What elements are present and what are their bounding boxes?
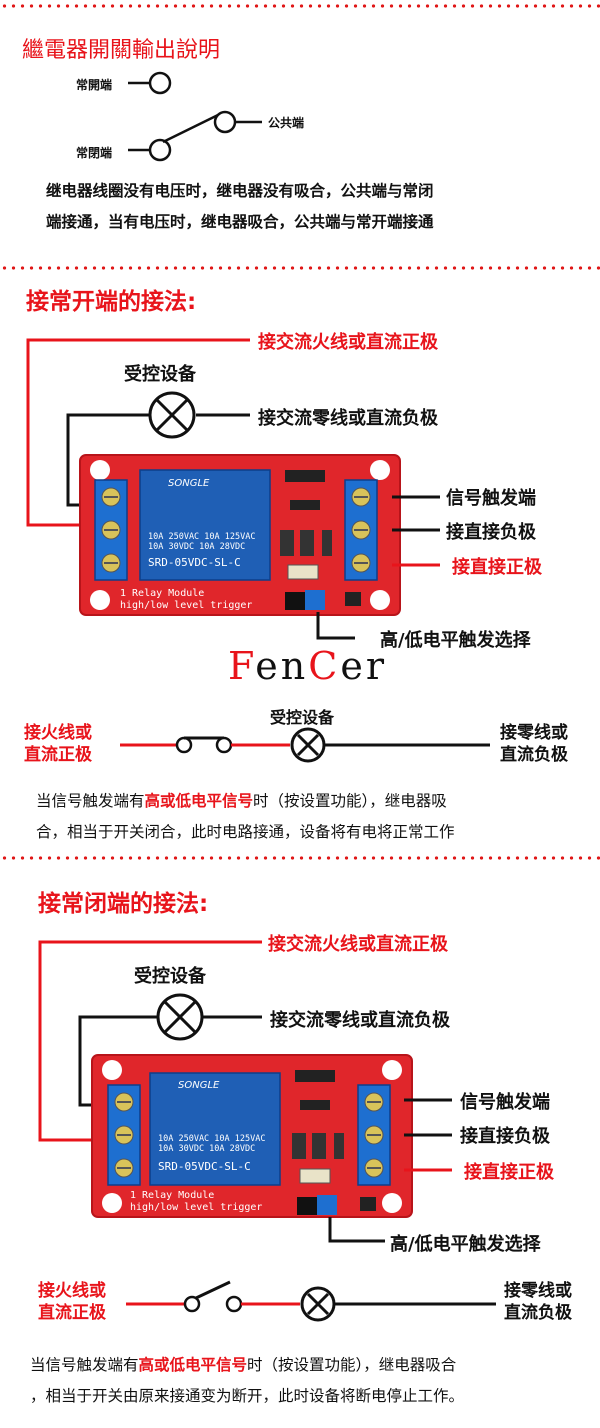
- no-terminal-label: 常開端: [76, 78, 113, 92]
- no-description: 当信号触发端有高或低电平信号时（按设置功能），继电器吸 合，相当于开关闭合，此时…: [36, 786, 586, 848]
- top-dotted-divider: [0, 4, 600, 8]
- nc-desc-part2: 时（按设置功能），继电器吸合: [247, 1356, 457, 1374]
- relay-spec-line1: 10A 250VAC 10A 125VAC: [148, 532, 256, 542]
- relay-spec-line2: 10A 30VDC 10A 28VDC: [148, 542, 246, 552]
- nc-neutral-label: 接交流零线或直流负极: [270, 1010, 450, 1031]
- no-desc-part2: 时（按设置功能），继电器吸: [253, 792, 447, 810]
- nc-description: 当信号触发端有高或低电平信号时（按设置功能），继电器吸合 ，相当于开关由原来接通…: [30, 1350, 590, 1412]
- no-live-label: 接交流火线或直流正极: [258, 332, 438, 353]
- no-signal-label: 信号触发端: [446, 488, 536, 509]
- nc-desc-highlight: 高或低电平信号: [138, 1356, 248, 1374]
- relay-brand-1: SONGLE: [168, 478, 210, 489]
- nc-live-label: 接交流火线或直流正极: [268, 934, 448, 955]
- nc-terminal-label: 常閉端: [76, 146, 113, 160]
- no-device-label: 受控设备: [124, 364, 196, 385]
- nc-device-label: 受控设备: [134, 966, 206, 987]
- board2-footer1-line: 1 Relay Module: [130, 1190, 215, 1201]
- nc-simple-circuit: [126, 1280, 496, 1322]
- relay-spec-2: 10A 250VAC 10A 125VAC 10A 30VDC 10A 28VD…: [158, 1134, 265, 1154]
- common-terminal-label: 公共端: [268, 116, 305, 130]
- brand-part-2: en: [255, 644, 309, 688]
- no-right-line1: 接零线或: [500, 723, 568, 743]
- nc-right-line2: 直流负极: [504, 1303, 572, 1323]
- relay-model-1: SRD-05VDC-SL-C: [148, 556, 241, 569]
- no-simple-circuit: [120, 727, 490, 763]
- contact-symbol-diagram: [128, 71, 262, 162]
- nc-desc-line2: ，相当于开关由原来接通变为断开，此时设备将断电停止工作。: [30, 1387, 465, 1405]
- section-no-title: 接常开端的接法:: [26, 289, 197, 315]
- no-neg-label: 接直接负极: [446, 522, 536, 543]
- relay-spec-1: 10A 250VAC 10A 125VAC 10A 30VDC 10A 28VD…: [148, 532, 255, 552]
- no-left-line2: 直流正极: [24, 745, 92, 765]
- nc-wiring-diagram: [38, 940, 452, 1243]
- no-circuit-left-label: 接火线或 直流正极: [24, 722, 92, 766]
- nc-circuit-right-label: 接零线或 直流负极: [504, 1280, 572, 1324]
- no-circuit-right-label: 接零线或 直流负极: [500, 722, 568, 766]
- no-left-line1: 接火线或: [24, 723, 92, 743]
- contact-description: 继电器线圈没有电压时，继电器没有吸合，公共端与常闭 端接通，当有电压时，继电器吸…: [46, 176, 586, 238]
- relay-brand-2: SONGLE: [178, 1080, 220, 1091]
- brand-part-3: C: [308, 644, 341, 688]
- nc-pos-label: 接直接正极: [464, 1162, 554, 1183]
- relay-spec2-line1: 10A 250VAC 10A 125VAC: [158, 1134, 266, 1144]
- no-desc-part1: 当信号触发端有: [36, 792, 145, 810]
- nc-right-line1: 接零线或: [504, 1281, 572, 1301]
- no-wiring-diagram: [26, 338, 440, 640]
- contact-desc-line1: 继电器线圈没有电压时，继电器没有吸合，公共端与常闭: [46, 182, 434, 200]
- relay-model-2: SRD-05VDC-SL-C: [158, 1160, 251, 1173]
- section-divider-1: [0, 266, 600, 270]
- board-footer2-line: high/low level trigger: [120, 600, 253, 611]
- contact-desc-line2: 端接通，当有电压时，继电器吸合，公共端与常开端接通: [46, 213, 434, 231]
- nc-neg-label: 接直接负极: [460, 1126, 550, 1147]
- board-footer-2: 1 Relay Module high/low level trigger: [130, 1190, 262, 1214]
- no-pos-label: 接直接正极: [452, 557, 542, 578]
- nc-signal-label: 信号触发端: [460, 1092, 550, 1113]
- no-desc-line2: 合，相当于开关闭合，此时电路接通，设备将有电将正常工作: [36, 823, 455, 841]
- brand-part-4: er: [340, 644, 387, 688]
- board-footer1-line: 1 Relay Module: [120, 588, 205, 599]
- brand-part-1: F: [228, 644, 256, 688]
- nc-left-line1: 接火线或: [38, 1281, 106, 1301]
- no-circuit-device-label: 受控设备: [270, 708, 335, 727]
- brand-logo: FenCer: [228, 644, 387, 688]
- page-title: 繼電器開關輸出說明: [22, 38, 221, 63]
- no-right-line2: 直流负极: [500, 745, 568, 765]
- nc-select-label: 高/低电平触发选择: [390, 1234, 541, 1255]
- section-nc-title: 接常闭端的接法:: [38, 891, 209, 917]
- board2-footer2-line: high/low level trigger: [130, 1202, 263, 1213]
- nc-left-line2: 直流正极: [38, 1303, 106, 1323]
- no-select-label: 高/低电平触发选择: [380, 630, 531, 651]
- relay-spec2-line2: 10A 30VDC 10A 28VDC: [158, 1144, 256, 1154]
- no-desc-highlight: 高或低电平信号: [144, 792, 254, 810]
- board-footer-1: 1 Relay Module high/low level trigger: [120, 588, 252, 612]
- no-neutral-label: 接交流零线或直流负极: [258, 408, 438, 429]
- nc-circuit-left-label: 接火线或 直流正极: [38, 1280, 106, 1324]
- section-divider-2: [0, 856, 600, 860]
- nc-desc-part1: 当信号触发端有: [30, 1356, 139, 1374]
